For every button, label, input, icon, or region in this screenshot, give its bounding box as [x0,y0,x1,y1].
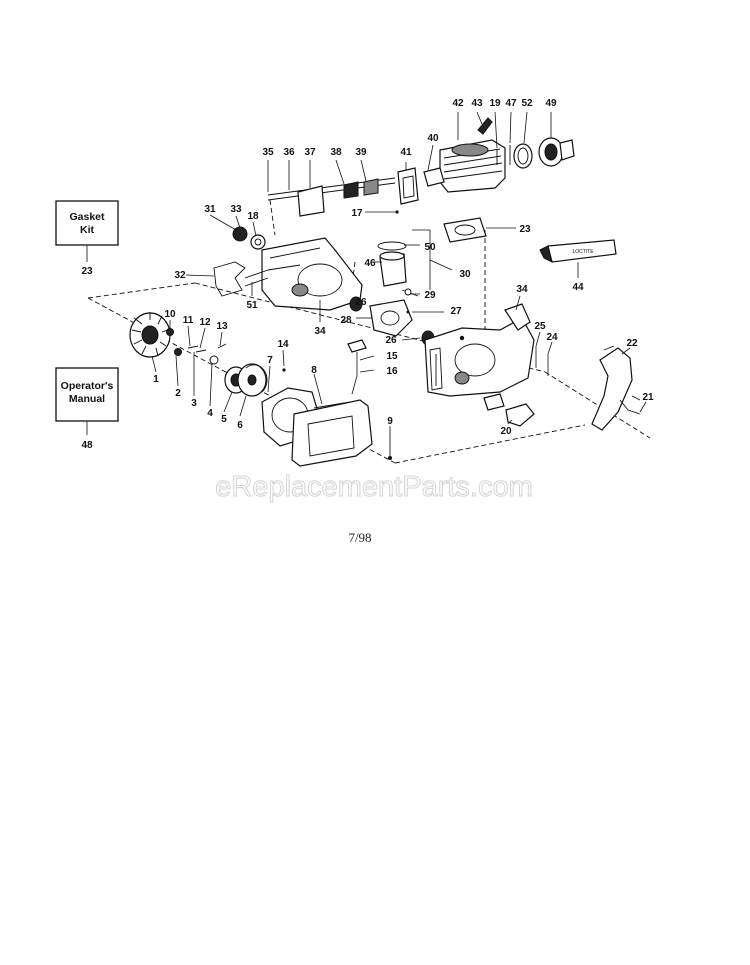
callout-44: 44 [572,282,584,293]
callout-7: 7 [267,355,273,366]
gasket-kit-title-line1: Gasket [69,211,105,223]
operators-manual-title-line1: Operator's [61,380,114,392]
callout-25: 25 [534,321,546,332]
callout-17: 17 [351,208,363,219]
cylinder-assembly [267,117,575,217]
callout-11: 11 [183,315,194,326]
callout-42: 42 [452,98,464,109]
callout-22: 22 [626,338,638,349]
callout-32: 32 [174,270,186,281]
callout-35: 35 [262,147,274,158]
callout-1: 1 [153,374,159,385]
gasket-23 [443,217,487,243]
callout-6: 6 [237,420,243,431]
callout-28: 28 [340,315,352,326]
leader-lines [151,111,647,430]
watermark: eReplacementParts.com [215,471,533,503]
callout-16: 16 [386,366,398,377]
callout-13: 13 [216,321,228,332]
gasket-kit-box[interactable]: Gasket Kit 23 [55,200,119,277]
callout-47: 47 [505,98,517,109]
callout-34a: 34 [314,326,326,337]
callout-8: 8 [311,365,317,376]
callout-10: 10 [164,309,176,320]
throttle-handle [591,345,641,431]
callout-36: 36 [283,147,295,158]
callout-26: 26 [385,335,397,346]
callout-31: 31 [204,204,216,215]
callout-20: 20 [500,426,512,437]
operators-manual-box[interactable]: Operator's Manual 48 [55,367,119,451]
revision-date: 7/98 [348,530,371,545]
callout-40: 40 [427,133,439,144]
muffler-parts [483,393,535,427]
callout-21: 21 [642,392,654,403]
callout-18: 18 [247,211,259,222]
callout-51: 51 [246,300,258,311]
piston-crank [349,241,435,346]
callout-19: 19 [489,98,501,109]
callout-2: 2 [175,388,181,399]
tube-label: LOCTITE [572,249,594,255]
callout-5: 5 [221,414,227,425]
callout-38: 38 [330,147,342,158]
flywheel [129,312,227,365]
callout-43: 43 [471,98,483,109]
crankcase-left [213,226,363,311]
callout-52: 52 [521,98,533,109]
callout-37: 37 [304,147,316,158]
callout-33: 33 [230,204,242,215]
crankcase-right [424,303,549,397]
operators-manual-number: 48 [81,440,93,451]
gasket-kit-title-line2: Kit [80,224,95,236]
callout-30: 30 [459,269,471,280]
operators-manual-title-line2: Manual [69,393,105,405]
starter-pulley [224,363,268,397]
callout-29: 29 [424,290,436,301]
starter-housing [261,339,392,467]
callout-23: 23 [519,224,531,235]
callout-39: 39 [355,147,367,158]
callout-26b: 26 [355,297,367,308]
callout-14: 14 [277,339,289,350]
callout-49: 49 [545,98,557,109]
callout-9: 9 [387,416,393,427]
gasket-kit-number: 23 [81,266,93,277]
callout-15: 15 [386,351,398,362]
callout-27: 27 [450,306,462,317]
callout-3: 3 [191,398,197,409]
callout-labels: 35 36 37 38 39 41 40 42 43 19 47 52 49 1… [153,98,654,437]
callout-50: 50 [424,242,436,253]
callout-24: 24 [546,332,558,343]
loctite-tube: LOCTITE [539,239,617,263]
callout-4: 4 [207,408,213,419]
callout-12: 12 [199,317,211,328]
callout-34b: 34 [516,284,528,295]
callout-46: 46 [364,258,376,269]
callout-41: 41 [400,147,412,158]
